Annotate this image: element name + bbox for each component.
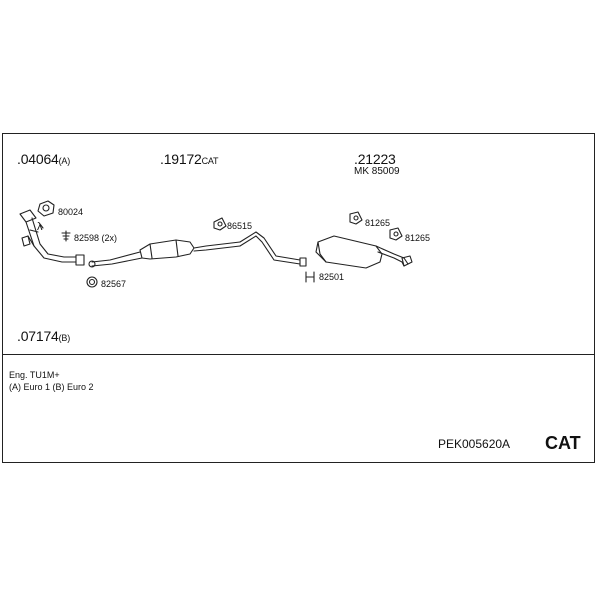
lambda-sensor-icon	[39, 223, 44, 229]
middle-pipe	[239, 231, 307, 267]
euro-note: (A) Euro 1 (B) Euro 2	[9, 382, 94, 392]
rubber-mount-icon	[349, 211, 403, 241]
front-pipe	[19, 209, 85, 266]
part-04064: .04064(A)	[17, 152, 70, 166]
ring-icon	[86, 276, 98, 288]
bolt-icon	[61, 230, 71, 242]
part-number: .21223	[354, 151, 396, 167]
label-82501: 82501	[319, 272, 345, 282]
part-number: .04064	[17, 151, 59, 167]
part-19172: .19172CAT	[160, 151, 219, 167]
part-suffix: CAT	[201, 156, 219, 166]
part-07174: .07174(B)	[17, 329, 70, 343]
section-divider	[2, 354, 595, 355]
part-21223: .21223	[354, 152, 396, 166]
engine-note: Eng. TU1M+	[9, 370, 60, 380]
label-81265-a: 81265	[365, 218, 391, 228]
part-suffix: (B)	[58, 333, 71, 343]
part-21223-sub: MK 85009	[354, 166, 400, 177]
hanger-icon	[213, 217, 227, 231]
part-suffix: (A)	[58, 156, 71, 166]
label-82598: 82598 (2x)	[74, 233, 118, 243]
clamp-icon	[305, 271, 315, 283]
part-number: .19172	[160, 151, 202, 167]
label-80024: 80024	[58, 207, 84, 217]
rear-silencer	[315, 235, 413, 269]
kit-code: PEK005620A	[438, 437, 511, 451]
kit-type: CAT	[545, 433, 581, 453]
label-82567: 82567	[101, 279, 127, 289]
gasket-icon	[37, 200, 55, 217]
part-number: .07174	[17, 328, 59, 344]
label-lambda: λ	[37, 221, 43, 233]
diagram-frame	[2, 133, 595, 463]
catalytic-converter	[88, 239, 241, 268]
label-81265-b: 81265	[405, 233, 431, 243]
label-86515: 86515	[227, 221, 253, 231]
